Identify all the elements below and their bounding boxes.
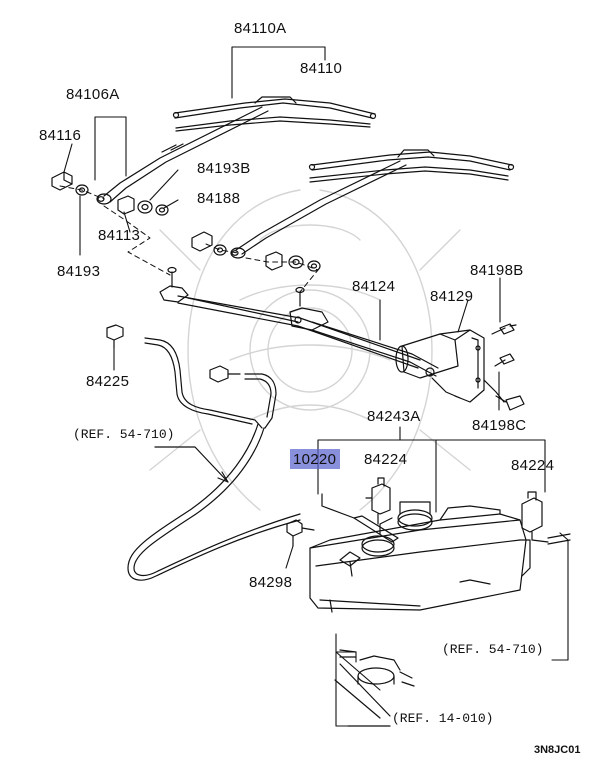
part-label-84224-right[interactable]: 84224 [511,457,555,474]
ref-label-54-710-right[interactable]: (REF. 54-710) [442,642,544,657]
bolt-84198C [494,353,525,411]
part-label-84225[interactable]: 84225 [86,373,130,390]
cap-lower [265,251,283,271]
part-label-84243A[interactable]: 84243A [367,408,421,425]
nut-84188 [155,204,169,216]
part-label-84188[interactable]: 84188 [197,190,241,207]
assembly-lines [59,185,319,293]
part-label-84193B[interactable]: 84193B [197,160,251,177]
washer-hose [127,337,301,581]
wiper-blade-upper [172,96,377,132]
ref-14-010-detail [334,649,415,727]
part-label-84106A[interactable]: 84106A [66,86,120,103]
part-label-84110[interactable]: 84110 [300,60,343,77]
bolt-84298 [286,519,315,547]
washer-tank-84243A [309,501,531,613]
washer-pump-84224-left [365,477,391,525]
ref-label-14-010[interactable]: (REF. 14-010) [392,711,494,726]
cap-84113-upper [117,195,135,215]
watermark-logo [149,189,471,511]
part-label-84110A[interactable]: 84110A [234,20,287,37]
wiper-arm-upper [96,106,269,205]
ref-label-54-710-left[interactable]: (REF. 54-710) [73,427,175,442]
part-label-84224-left[interactable]: 84224 [364,451,408,468]
wiper-motor-84129 [395,329,505,403]
wiper-linkage-84124 [159,266,439,377]
part-label-84129[interactable]: 84129 [430,288,474,305]
washer-nozzle-84225 [106,324,241,383]
part-label-84116[interactable]: 84116 [39,127,82,144]
part-label-84198C[interactable]: 84198C [472,417,527,434]
pump-hose-10220 [321,493,399,543]
nut-lower-a [213,244,227,256]
part-label-84124[interactable]: 84124 [352,278,396,295]
part-label-84298[interactable]: 84298 [249,574,293,591]
wiper-arm-lower [230,160,407,259]
washer-84193B [137,200,153,214]
wiper-blade-lower [308,149,515,183]
part-label-84198B[interactable]: 84198B [470,262,524,279]
arm-cap-lower [191,231,213,252]
part-label-84113[interactable]: 84113 [98,227,141,244]
washer-pump-84224-right [521,491,571,545]
nut-lower-b [307,260,321,272]
leader-lines [63,46,569,727]
part-label-84193[interactable]: 84193 [57,263,101,280]
part-label-10220-highlighted[interactable]: 10220 [290,449,341,469]
bolt-84198B [491,323,517,335]
diagram-code: 3N8JC01 [534,744,581,756]
hose-arrow-ref-left [154,446,229,483]
